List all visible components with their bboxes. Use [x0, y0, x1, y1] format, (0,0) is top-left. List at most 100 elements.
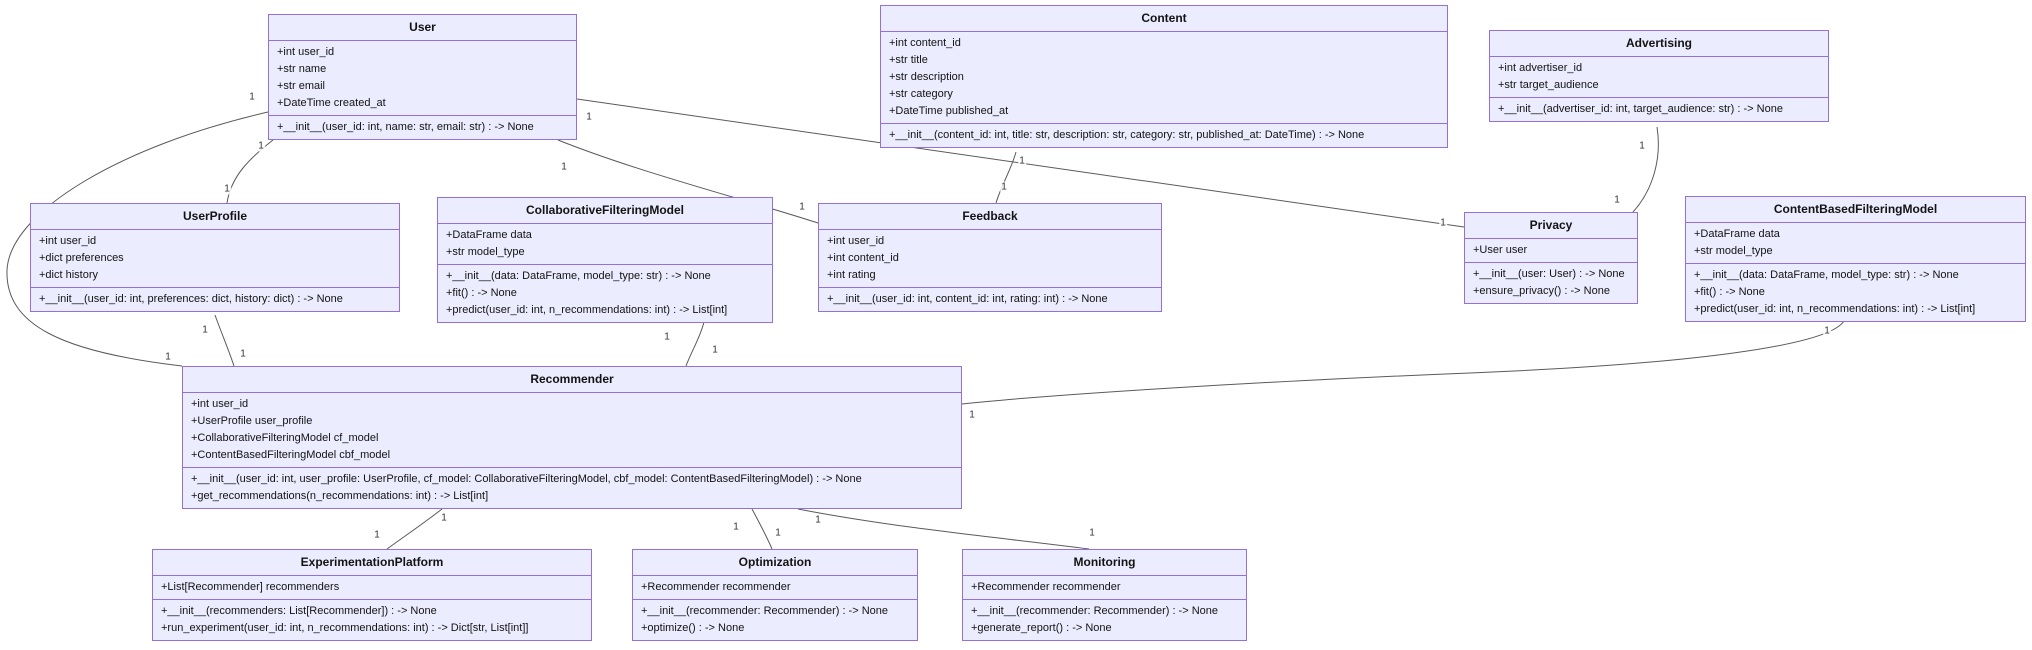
class-methods-section: +__init__(data: DataFrame, model_type: s… [1686, 264, 2025, 321]
edge-recommender-optimization [751, 508, 773, 550]
class-attribute: +str model_type [1694, 245, 1773, 257]
class-attributes-section: +DataFrame data+str model_type [438, 224, 772, 265]
class-title: Monitoring [963, 550, 1246, 576]
class-attribute: +Recommender recommender [971, 581, 1121, 593]
class-method: +__init__(user_id: int, preferences: dic… [39, 293, 343, 305]
multiplicity-label: 1 [1823, 325, 1831, 337]
class-attribute: +int user_id [191, 398, 249, 410]
class-attribute: +int user_id [277, 46, 335, 58]
edge-collaborativefilteringmodel-recommender [685, 321, 705, 367]
class-methods-section: +__init__(recommender: Recommender) : ->… [963, 600, 1246, 640]
class-attributes-section: +int user_id+int content_id+int rating [819, 230, 1161, 288]
class-attributes-section: +int user_id+UserProfile user_profile+Co… [183, 393, 961, 468]
class-method: +predict(user_id: int, n_recommendations… [446, 304, 728, 316]
class-method: +run_experiment(user_id: int, n_recommen… [161, 622, 529, 634]
class-method: +optimize() : -> None [641, 622, 745, 634]
class-attributes-section: +List[Recommender] recommenders [153, 576, 591, 600]
multiplicity-label: 1 [1088, 527, 1096, 539]
class-method: +__init__(recommenders: List[Recommender… [161, 605, 437, 617]
class-attribute: +dict history [39, 269, 98, 281]
class-attribute: +List[Recommender] recommenders [161, 581, 340, 593]
class-box-Feedback: Feedback+int user_id+int content_id+int … [818, 203, 1162, 312]
class-method: +predict(user_id: int, n_recommendations… [1694, 303, 1976, 315]
class-method: +__init__(recommender: Recommender) : ->… [641, 605, 889, 617]
class-methods-section: +__init__(user_id: int, content_id: int,… [819, 288, 1161, 311]
class-method: +__init__(advertiser_id: int, target_aud… [1498, 103, 1783, 115]
class-title: Recommender [183, 367, 961, 393]
class-methods-section: +__init__(data: DataFrame, model_type: s… [438, 265, 772, 322]
multiplicity-label: 1 [732, 521, 740, 533]
class-attribute: +int user_id [827, 235, 885, 247]
class-method: +ensure_privacy() : -> None [1473, 285, 1610, 297]
class-method: +__init__(data: DataFrame, model_type: s… [446, 270, 711, 282]
class-box-Advertising: Advertising+int advertiser_id+str target… [1489, 30, 1829, 122]
class-method: +fit() : -> None [1694, 286, 1765, 298]
class-box-User: User+int user_id+str name+str email+Date… [268, 14, 577, 140]
edge-contentbasedfilteringmodel-recommender [961, 320, 1845, 405]
multiplicity-label: 1 [373, 529, 381, 541]
class-method: +__init__(recommender: Recommender) : ->… [971, 605, 1219, 617]
class-attribute: +str category [889, 88, 953, 100]
class-title: User [269, 15, 576, 41]
multiplicity-label: 1 [223, 183, 231, 195]
edge-content-feedback [995, 151, 1017, 204]
multiplicity-label: 1 [201, 324, 209, 336]
edge-user-recommender [6, 111, 269, 367]
class-box-Privacy: Privacy +User user +__init__(user: User) :… [1464, 212, 1638, 304]
class-method: +generate_report() : -> None [971, 622, 1112, 634]
class-attributes-section: +DataFrame data +str model_type [1686, 223, 2025, 264]
class-attribute: +User user [1473, 244, 1528, 256]
multiplicity-label: 1 [774, 527, 782, 539]
class-title: CollaborativeFilteringModel [438, 198, 772, 224]
class-box-CollaborativeFilteringModel: CollaborativeFilteringModel+DataFrame da… [437, 197, 773, 323]
class-attribute: +str title [889, 54, 928, 66]
class-attribute: +str description [889, 71, 964, 83]
class-methods-section: +__init__(content_id: int, title: str, d… [881, 124, 1447, 147]
class-attribute: +DataFrame data [1694, 228, 1780, 240]
class-attribute: +CollaborativeFilteringModel cf_model [191, 432, 379, 444]
class-attribute: +int user_id [39, 235, 97, 247]
edge-advertising-privacy [1632, 126, 1659, 213]
class-attribute: +int rating [827, 269, 876, 281]
class-method: +__init__(user_id: int, content_id: int,… [827, 293, 1108, 305]
class-title: Content [881, 6, 1447, 32]
class-methods-section: +__init__(user: User) : -> None +ensure_p… [1465, 263, 1637, 303]
multiplicity-label: 1 [164, 351, 172, 363]
class-attribute: +str model_type [446, 246, 525, 258]
multiplicity-label: 1 [239, 348, 247, 360]
class-methods-section: +__init__(recommenders: List[Recommender… [153, 600, 591, 640]
class-method: +__init__(content_id: int, title: str, d… [889, 129, 1365, 141]
class-title: Optimization [633, 550, 917, 576]
class-attribute: +ContentBasedFilteringModel cbf_model [191, 449, 391, 461]
class-method: +fit() : -> None [446, 287, 517, 299]
class-attribute: +str target_audience [1498, 79, 1599, 91]
class-box-Content: Content+int content_id+str title+str des… [880, 5, 1448, 148]
class-attributes-section: +Recommender recommender [963, 576, 1246, 600]
class-method: +__init__(user: User) : -> None [1473, 268, 1625, 280]
class-attributes-section: +int user_id+dict preferences+dict histo… [31, 230, 399, 288]
class-attribute: +DateTime published_at [889, 105, 1009, 117]
multiplicity-label: 1 [1638, 140, 1646, 152]
multiplicity-label: 1 [663, 331, 671, 343]
class-box-ExperimentationPlatform: ExperimentationPlatform+List[Recommender… [152, 549, 592, 641]
edge-recommender-monitoring [797, 508, 1090, 550]
class-attribute: +DateTime created_at [277, 97, 386, 109]
class-title: Feedback [819, 204, 1161, 230]
class-attribute: +Recommender recommender [641, 581, 791, 593]
class-methods-section: +__init__(user_id: int, name: str, email… [269, 116, 576, 139]
multiplicity-label: 1 [1613, 194, 1621, 206]
multiplicity-label: 1 [711, 344, 719, 356]
multiplicity-label: 1 [560, 161, 568, 173]
edge-userprofile-recommender [214, 314, 235, 367]
edge-user-feedback [557, 139, 819, 224]
class-box-Monitoring: Monitoring +Recommender recommender +__ini… [962, 549, 1247, 641]
class-title: Privacy [1465, 213, 1637, 239]
class-methods-section: +__init__(recommender: Recommender) : ->… [633, 600, 917, 640]
class-box-Recommender: Recommender+int user_id+UserProfile user… [182, 366, 962, 509]
class-attributes-section: +User user [1465, 239, 1637, 263]
multiplicity-label: 1 [257, 140, 265, 152]
class-method: +__init__(user_id: int, name: str, email… [277, 121, 534, 133]
class-box-Optimization: Optimization +Recommender recommender +__i… [632, 549, 918, 641]
multiplicity-label: 1 [440, 512, 448, 524]
